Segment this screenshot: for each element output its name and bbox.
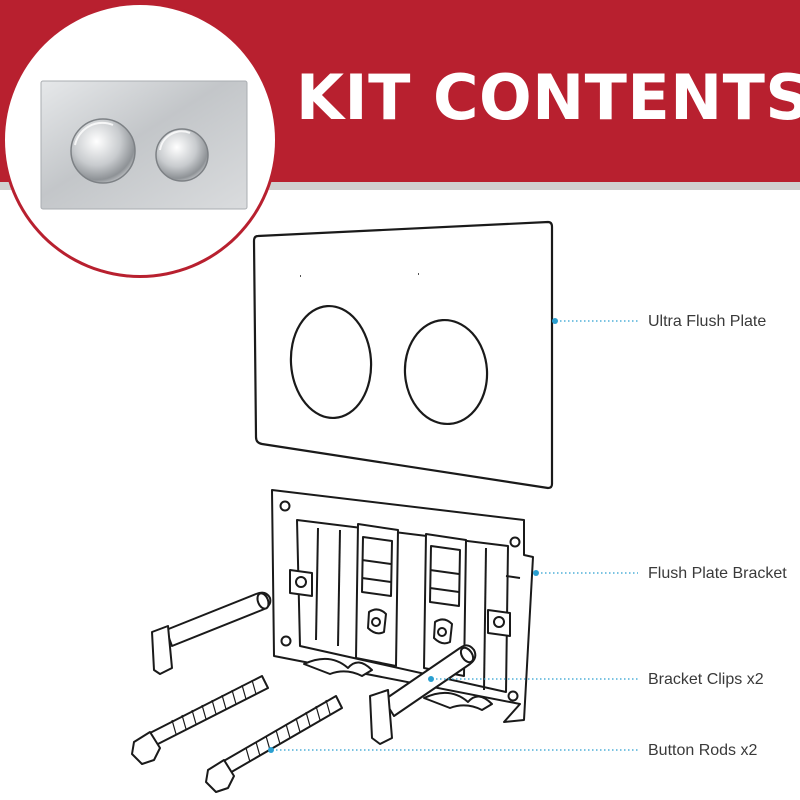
callout-button-rods: Button Rods x2 — [648, 742, 758, 759]
leader-dot-flush-plate-bracket — [533, 570, 539, 576]
product-photo-circle — [5, 5, 275, 275]
callout-flush-plate-bracket: Flush Plate Bracket — [648, 565, 787, 582]
page-title: KIT CONTENTS — [296, 61, 800, 134]
flush-plate-photo-icon — [40, 80, 248, 210]
button-rods-drawing — [131, 675, 343, 793]
leader-dot-ultra-flush-plate — [552, 318, 558, 324]
leader-dot-button-rods — [268, 747, 274, 753]
callout-bracket-clips: Bracket Clips x2 — [648, 671, 764, 688]
callout-leaders — [272, 320, 638, 751]
banner-underline — [0, 182, 800, 190]
leader-dot-bracket-clips — [428, 676, 434, 682]
ultra-flush-plate-drawing — [252, 220, 554, 490]
callout-ultra-flush-plate: Ultra Flush Plate — [648, 313, 767, 330]
